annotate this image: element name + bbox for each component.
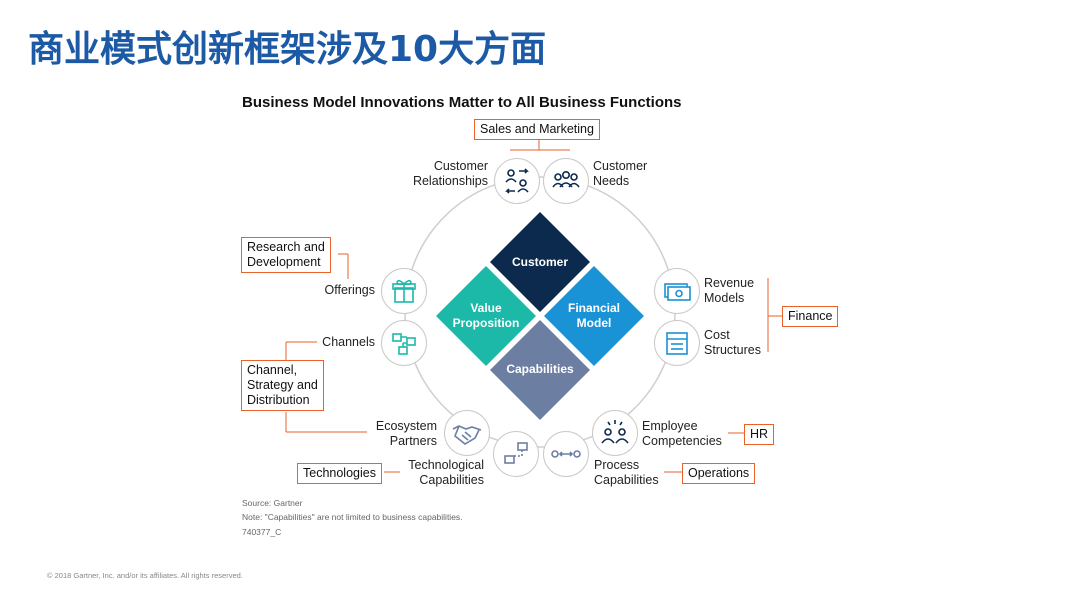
employee-competencies-node — [592, 410, 638, 456]
operations-box: Operations — [682, 463, 756, 484]
revenue-models-label: Revenue Models — [704, 276, 754, 306]
page-title: 商业模式创新框架涉及10大方面 — [28, 29, 547, 70]
ecosystem-partners-line-2: Partners — [389, 434, 437, 448]
process-capabilities-node — [543, 431, 589, 477]
customer-needs-line-2: Needs — [593, 174, 630, 188]
channel-strategy-line-2: Strategy and — [247, 378, 318, 392]
value-proposition-line-1: Value — [470, 301, 502, 315]
customer-label: Customer — [511, 255, 568, 269]
figure-title: Business Model Innovations Matter to All… — [242, 94, 682, 111]
revenue-models-line-1: Revenue — [704, 276, 755, 290]
cost-structures-label: Cost Structures — [704, 328, 761, 358]
process-capabilities-line-2: Capabilities — [594, 473, 659, 487]
research-development-line-1: Research and — [247, 240, 325, 254]
customer-needs-label: Customer Needs — [593, 159, 647, 189]
research-development-line-2: Development — [247, 255, 321, 269]
network-icon — [504, 442, 528, 464]
customer-relationships-line-1: Customer — [433, 159, 488, 173]
revenue-models-node — [654, 268, 700, 314]
channels-node — [381, 320, 427, 366]
source-note: Source: Gartner — [242, 498, 303, 508]
employees-icon — [601, 420, 629, 444]
sales-marketing-box: Sales and Marketing — [474, 119, 600, 140]
financial-model-line-2: Model — [576, 316, 612, 330]
customer-relationships-line-2: Relationships — [412, 174, 488, 188]
customer-needs-node — [543, 158, 589, 204]
channel-strategy-line-1: Channel, — [247, 363, 298, 377]
process-gears-icon — [551, 450, 581, 458]
cost-structures-node — [654, 320, 700, 366]
process-capabilities-label: Process Capabilities — [594, 458, 659, 488]
technological-capabilities-node — [493, 431, 539, 477]
connector-lines — [285, 138, 782, 473]
financial-model-line-1: Financial — [567, 301, 620, 315]
channels-icon — [392, 333, 416, 355]
offerings-node — [381, 268, 427, 314]
technologies-box: Technologies — [297, 463, 382, 484]
copyright: © 2018 Gartner, Inc. and/or its affiliat… — [47, 571, 243, 580]
offerings-label: Offerings — [324, 283, 376, 297]
employee-competencies-line-1: Employee — [642, 419, 698, 433]
value-proposition-label: Value Proposition — [446, 301, 526, 331]
technological-capabilities-line-2: Capabilities — [419, 473, 484, 487]
value-proposition-diamond — [436, 266, 536, 366]
channel-strategy-box: Channel, Strategy and Distribution — [241, 360, 324, 411]
research-development-box: Research and Development — [241, 237, 331, 273]
capabilities-label: Capabilities — [506, 362, 574, 376]
financial-model-label: Financial Model — [554, 301, 634, 331]
technological-capabilities-label: Technological Capabilities — [394, 458, 484, 488]
channels-label: Channels — [322, 335, 375, 349]
cost-structures-line-2: Structures — [704, 343, 761, 357]
hr-box: HR — [744, 424, 775, 445]
financial-model-diamond — [544, 266, 644, 366]
value-proposition-line-2: Proposition — [452, 316, 520, 330]
cost-sheet-icon — [666, 332, 688, 355]
channel-strategy-line-3: Distribution — [247, 393, 310, 407]
customer-diamond — [490, 212, 590, 312]
customer-needs-icon — [552, 171, 580, 188]
technological-capabilities-line-1: Technological — [408, 458, 484, 472]
ecosystem-partners-line-1: Ecosystem — [375, 419, 437, 433]
customer-relationships-icon — [505, 168, 529, 194]
customer-relationships-node — [494, 158, 540, 204]
ecosystem-partners-label: Ecosystem Partners — [350, 419, 437, 449]
gift-icon — [392, 279, 416, 303]
cost-structures-line-1: Cost — [704, 328, 730, 342]
employee-competencies-line-2: Competencies — [642, 434, 722, 448]
ecosystem-partners-node — [444, 410, 490, 456]
money-icon — [664, 283, 691, 301]
process-capabilities-line-1: Process — [594, 458, 640, 472]
customer-needs-line-1: Customer — [593, 159, 648, 173]
revenue-models-line-2: Models — [704, 291, 745, 305]
customer-relationships-label: Customer Relationships — [396, 159, 488, 189]
figure-id: 740377_C — [242, 527, 282, 537]
capabilities-diamond — [490, 320, 590, 420]
capabilities-note: Note: "Capabilities" are not limited to … — [242, 512, 463, 522]
employee-competencies-label: Employee Competencies — [642, 419, 722, 449]
finance-box: Finance — [782, 306, 839, 327]
handshake-icon — [452, 425, 482, 445]
